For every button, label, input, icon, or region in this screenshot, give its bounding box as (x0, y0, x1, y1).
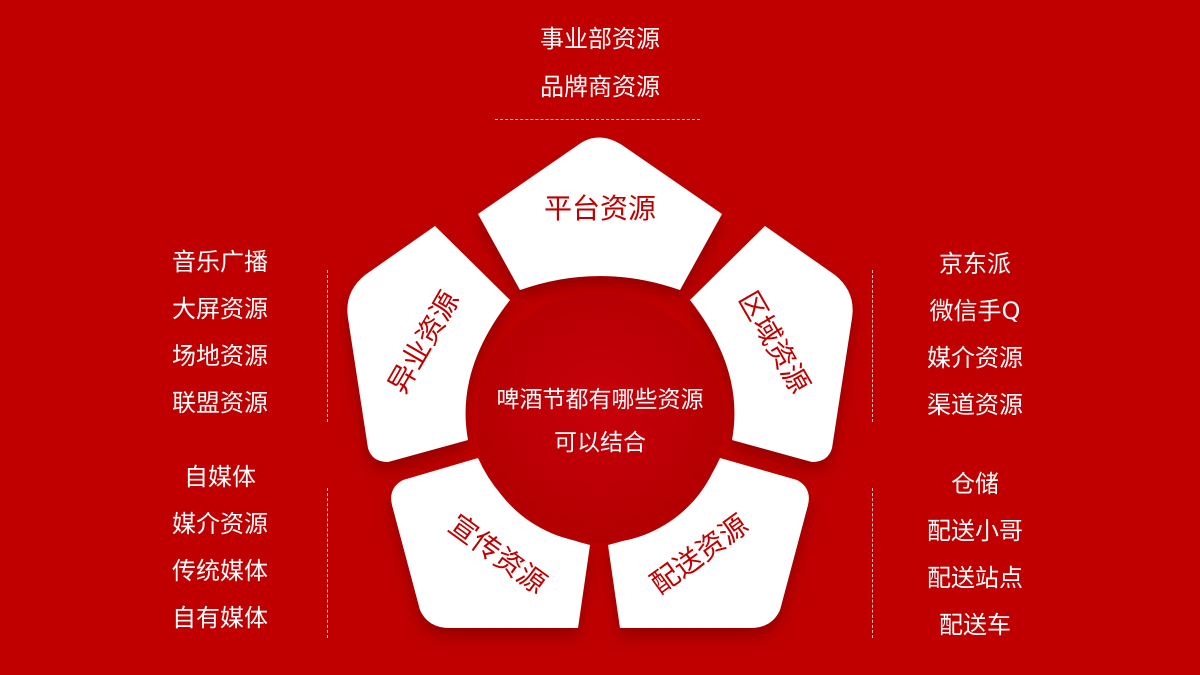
left-upper-item-2: 大屏资源 (172, 295, 268, 323)
right-upper-item-4: 渠道资源 (927, 391, 1023, 419)
segment-left (347, 226, 510, 462)
left-upper-item-3: 场地资源 (172, 342, 268, 370)
right-upper-divider (872, 270, 873, 422)
center-circle (475, 293, 725, 543)
left-upper-item-1: 音乐广播 (172, 248, 268, 276)
segment-top (478, 137, 722, 290)
right-lower-item-3: 配送站点 (927, 564, 1023, 592)
left-lower-item-1: 自媒体 (184, 463, 256, 491)
right-upper-item-1: 京东派 (939, 250, 1011, 278)
right-lower-item-1: 仓储 (951, 470, 999, 498)
left-lower-divider (327, 488, 328, 638)
center-title-line1: 啤酒节都有哪些资源 (497, 387, 704, 413)
left-upper-item-4: 联盟资源 (172, 389, 268, 417)
segment-bottom-right (608, 458, 809, 628)
center-title-line2: 可以结合 (554, 430, 646, 456)
right-lower-resource-list: 仓储 配送小哥 配送站点 配送车 (895, 465, 1055, 653)
top-resource-list: 事业部资源 品牌商资源 (500, 22, 700, 110)
left-upper-resource-list: 音乐广播 大屏资源 场地资源 联盟资源 (140, 243, 300, 431)
top-divider (495, 119, 700, 120)
right-lower-item-4: 配送车 (939, 611, 1011, 639)
right-upper-resource-list: 京东派 微信手Q 媒介资源 渠道资源 (895, 245, 1055, 433)
left-lower-resource-list: 自媒体 媒介资源 传统媒体 自有媒体 (140, 458, 300, 646)
segment-bottom-left (391, 458, 590, 628)
top-item-2: 品牌商资源 (540, 73, 660, 101)
right-lower-divider (872, 488, 873, 638)
left-upper-divider (327, 270, 328, 422)
right-lower-item-2: 配送小哥 (927, 517, 1023, 545)
left-lower-item-3: 传统媒体 (172, 557, 268, 585)
left-lower-item-2: 媒介资源 (172, 510, 268, 538)
segment-right (690, 226, 853, 462)
right-upper-item-2: 微信手Q (929, 297, 1021, 325)
segment-top-label: 平台资源 (544, 192, 656, 225)
left-lower-item-4: 自有媒体 (172, 604, 268, 632)
right-upper-item-3: 媒介资源 (927, 344, 1023, 372)
top-item-1: 事业部资源 (540, 25, 660, 53)
